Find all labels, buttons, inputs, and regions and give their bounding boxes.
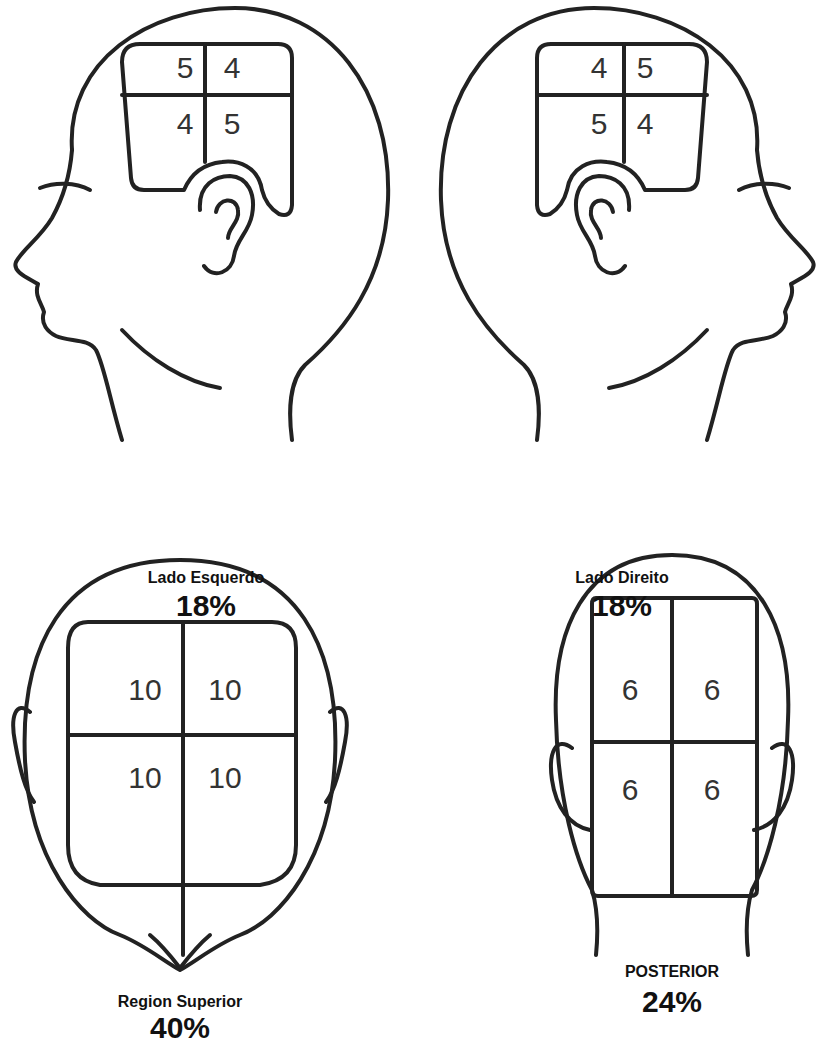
profile-head bbox=[15, 8, 388, 440]
view-caption: Lado Esquerdo bbox=[148, 569, 264, 587]
cell-value: 6 bbox=[622, 773, 639, 807]
percentage-cell: 10 bbox=[202, 758, 247, 798]
cell-value: 5 bbox=[591, 107, 608, 141]
cell-value: 10 bbox=[128, 673, 161, 707]
percentage-label: 18% bbox=[592, 589, 652, 623]
percentage-cell: 5 bbox=[171, 48, 200, 88]
cell-value: 10 bbox=[208, 761, 241, 795]
cell-value: 4 bbox=[177, 107, 194, 141]
percentage-cell: 6 bbox=[616, 670, 645, 710]
cell-value: 4 bbox=[224, 51, 241, 85]
percentage-cell: 10 bbox=[122, 670, 167, 710]
percentage-cell: 4 bbox=[631, 104, 660, 144]
percentage-cell: 5 bbox=[631, 48, 660, 88]
posterior-head bbox=[551, 555, 793, 955]
percentage-cell: 4 bbox=[171, 104, 200, 144]
percentage-cell: 10 bbox=[122, 758, 167, 798]
cell-value: 5 bbox=[637, 51, 654, 85]
cell-value: 10 bbox=[208, 673, 241, 707]
percentage-label: 18% bbox=[176, 589, 236, 623]
cell-value: 6 bbox=[704, 773, 721, 807]
percentage-cell: 10 bbox=[202, 670, 247, 710]
cell-value: 6 bbox=[704, 673, 721, 707]
percentage-cell: 4 bbox=[218, 48, 247, 88]
percentage-cell: 6 bbox=[616, 770, 645, 810]
cell-value: 6 bbox=[622, 673, 639, 707]
percentage-cell: 6 bbox=[698, 770, 727, 810]
percentage-cell: 5 bbox=[218, 104, 247, 144]
percentage-label: 24% bbox=[642, 985, 702, 1019]
cell-value: 10 bbox=[128, 761, 161, 795]
percentage-cell: 5 bbox=[585, 104, 614, 144]
percentage-label: 40% bbox=[150, 1011, 210, 1045]
view-caption: Region Superior bbox=[118, 993, 242, 1011]
cell-value: 4 bbox=[637, 107, 654, 141]
view-caption: POSTERIOR bbox=[625, 963, 719, 981]
percentage-cell: 4 bbox=[585, 48, 614, 88]
percentage-cell: 6 bbox=[698, 670, 727, 710]
cell-value: 5 bbox=[177, 51, 194, 85]
cell-value: 5 bbox=[224, 107, 241, 141]
view-caption: Lado Direito bbox=[575, 569, 668, 587]
cell-value: 4 bbox=[591, 51, 608, 85]
top-view-head bbox=[13, 560, 346, 970]
